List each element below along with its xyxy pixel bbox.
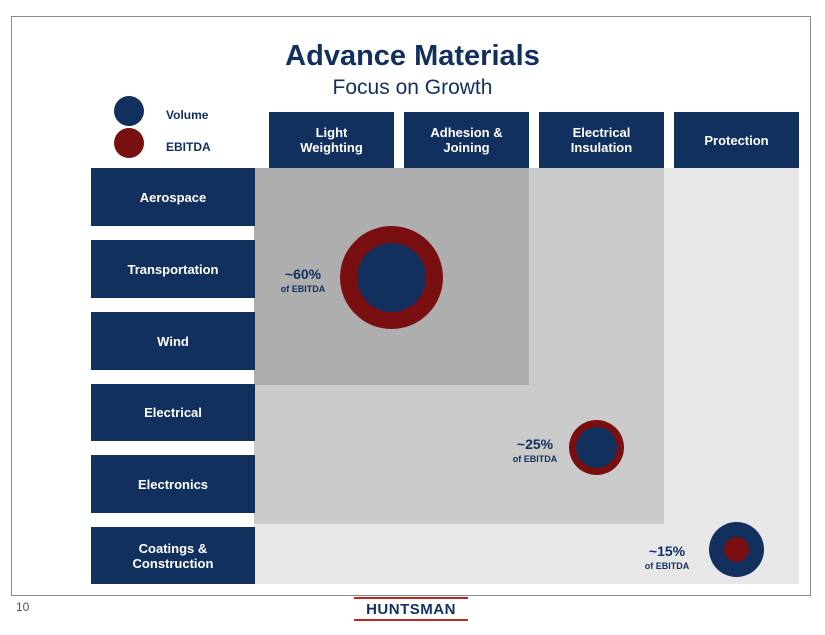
row-header-electronics: Electronics — [91, 455, 255, 513]
col-header-electrical-insulation: Electrical Insulation — [539, 112, 664, 168]
col-header-protection: Protection — [674, 112, 799, 168]
legend-ebitda-swatch — [114, 128, 144, 158]
segment-label-electrical-insulation: ~25% of EBITDA — [504, 436, 566, 464]
row-header-electrical: Electrical — [91, 384, 255, 441]
row-header-wind: Wind — [91, 312, 255, 370]
segment-caption: of EBITDA — [512, 454, 558, 464]
slide-subtitle: Focus on Growth — [332, 76, 493, 99]
slide-frame — [11, 16, 811, 596]
segment-caption: of EBITDA — [644, 561, 690, 571]
row-header-aerospace: Aerospace — [91, 168, 255, 226]
row-header-transportation: Transportation — [91, 240, 255, 298]
legend-volume-swatch — [114, 96, 144, 126]
segment-pct: ~15% — [648, 543, 686, 559]
logo-bottom-bar — [354, 619, 468, 621]
col-header-light-weighting: Light Weighting — [269, 112, 394, 168]
legend-ebitda-label: EBITDA — [166, 140, 211, 154]
volume-circle-light-weighting — [357, 243, 426, 312]
legend-volume-label: Volume — [166, 108, 209, 122]
segment-label-protection: ~15% of EBITDA — [636, 543, 698, 571]
page-number: 10 — [16, 600, 30, 614]
col-header-adhesion-joining: Adhesion & Joining — [404, 112, 529, 168]
slide-title: Advance Materials — [285, 40, 540, 72]
huntsman-logo: HUNTSMAN — [354, 597, 468, 621]
segment-pct: ~25% — [516, 436, 554, 452]
segment-pct: ~60% — [284, 266, 322, 282]
segment-caption: of EBITDA — [280, 284, 326, 294]
segment-label-light-weighting: ~60% of EBITDA — [272, 266, 334, 294]
ebitda-circle-protection — [724, 537, 749, 562]
logo-text: HUNTSMAN — [366, 601, 456, 618]
volume-circle-electrical-insulation — [576, 427, 617, 468]
logo-top-bar — [354, 597, 468, 599]
row-header-coatings-construction: Coatings & Construction — [91, 527, 255, 584]
